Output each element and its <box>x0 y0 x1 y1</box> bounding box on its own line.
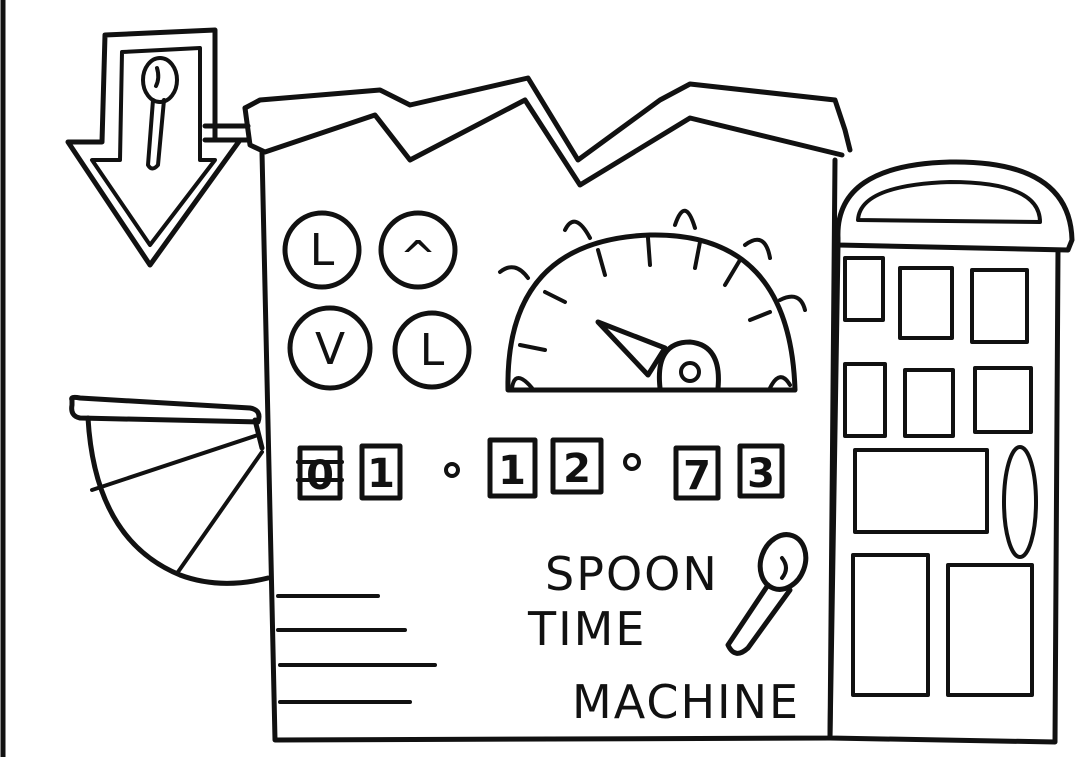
tower-door-right <box>946 563 1034 697</box>
dial-1 <box>282 210 362 290</box>
gauge-corner-right <box>768 375 792 390</box>
gauge-bump <box>778 294 807 312</box>
tower-arch-window <box>856 180 1042 224</box>
spoon-icon <box>141 56 179 171</box>
gauge-ticks <box>518 236 772 352</box>
dial-3 <box>287 305 373 391</box>
digit-6: 3 <box>747 451 775 497</box>
tower-window <box>843 362 887 438</box>
gauge-hub-center <box>679 361 701 383</box>
dial-2 <box>378 210 458 290</box>
digit-4: 2 <box>563 446 591 492</box>
title-line-1: SPOON <box>545 547 719 601</box>
title-spoon-icon <box>725 532 809 656</box>
connector-pipe <box>202 123 251 143</box>
gauge <box>498 208 807 393</box>
vent-lines <box>276 594 437 704</box>
side-wheel <box>69 394 271 586</box>
tower-window <box>973 366 1033 434</box>
tower-window <box>970 268 1029 344</box>
arrow-inner-icon <box>90 46 217 247</box>
separator-dot-1 <box>444 462 460 478</box>
digit-1: 0 <box>306 453 334 499</box>
title-line-2: TIME <box>527 602 646 656</box>
roof-top-line <box>242 75 853 163</box>
tower-body <box>827 242 1061 745</box>
tower-window <box>853 448 989 534</box>
arrow-sign <box>65 27 251 268</box>
wheel-arc <box>85 415 271 586</box>
side-tower <box>827 159 1075 745</box>
digit-box-5 <box>673 445 721 501</box>
digit-box-1 <box>297 445 343 501</box>
digit-5: 7 <box>683 453 711 499</box>
roof-bottom-line <box>242 97 845 188</box>
wheel-rim <box>69 394 262 425</box>
roof <box>242 75 853 188</box>
small-dials: L ^ V L <box>282 210 472 391</box>
digit-counter: 0 1 1 2 7 3 <box>296 437 785 501</box>
gauge-face <box>505 232 798 393</box>
gauge-needle <box>595 319 668 378</box>
gauge-bump <box>498 265 530 280</box>
digit-box-4 <box>550 437 604 495</box>
digit-box-3 <box>487 437 538 499</box>
tower-window <box>843 256 885 322</box>
dial-1-glyph: L <box>310 225 335 276</box>
title-line-3: MACHINE <box>572 675 800 729</box>
tower-door-left <box>851 553 930 697</box>
gauge-corner-left <box>510 376 534 390</box>
gauge-bump <box>743 237 772 260</box>
machine-title: SPOON TIME MACHINE <box>527 547 800 729</box>
dial-4-glyph: L <box>420 325 445 376</box>
wheel-spokes <box>90 433 264 574</box>
gauge-hub <box>656 339 721 391</box>
arrow-outer-icon <box>65 27 243 268</box>
digit-box-2 <box>359 443 403 501</box>
digit-3: 1 <box>498 448 526 494</box>
digit-box-6 <box>737 443 785 499</box>
tower-round-window <box>1002 445 1038 559</box>
gauge-bump <box>673 208 697 230</box>
dial-2-glyph: ^ <box>400 232 437 283</box>
tower-dome <box>835 159 1075 253</box>
digit-1-strike <box>296 460 344 482</box>
gauge-bump <box>563 219 592 240</box>
tower-window <box>898 266 954 340</box>
dial-4 <box>392 310 472 390</box>
dial-3-glyph: V <box>315 324 345 375</box>
digit-2: 1 <box>367 451 395 497</box>
separator-dot-2 <box>623 453 641 471</box>
tower-window <box>903 368 955 438</box>
